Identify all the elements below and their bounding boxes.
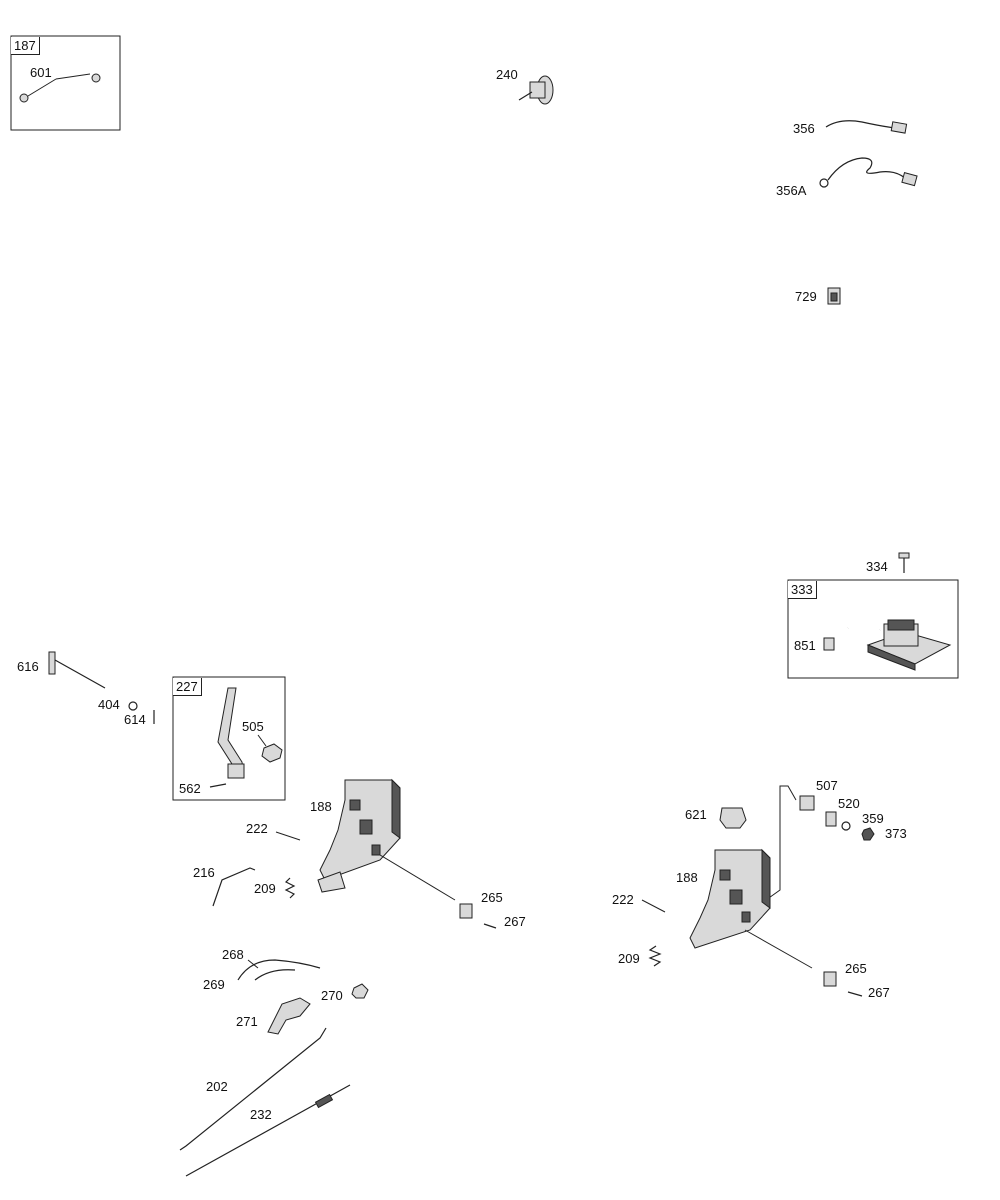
- box-333-frame: [787, 579, 959, 679]
- part-label: 222: [612, 892, 634, 907]
- ignition-coil: [823, 588, 952, 671]
- box-label-187: 187: [11, 37, 40, 55]
- part-label: 404: [98, 697, 120, 712]
- part-label: 269: [203, 977, 225, 992]
- part-label: 334: [866, 559, 888, 574]
- part-label: 851: [794, 638, 816, 653]
- part-label: 601: [30, 65, 52, 80]
- part-label: 240: [496, 67, 518, 82]
- nut-270: [351, 983, 369, 999]
- part-label: 520: [838, 796, 860, 811]
- part-label: 614: [124, 712, 146, 727]
- part-label: 270: [321, 988, 343, 1003]
- part-label: 188: [676, 870, 698, 885]
- part-label: 268: [222, 947, 244, 962]
- hose-601: [18, 73, 102, 122]
- part-label: 265: [481, 890, 503, 905]
- bracket-271: [267, 997, 311, 1035]
- link-202: [179, 1027, 327, 1151]
- cable-268: [237, 959, 321, 981]
- box-187-frame: [10, 35, 121, 131]
- part-label: 271: [236, 1014, 258, 1029]
- box-label-227: 227: [173, 678, 202, 696]
- spring-209-left: [284, 877, 296, 899]
- part-label: 216: [193, 865, 215, 880]
- fuel-filter-240: [518, 75, 554, 105]
- wire-356: [825, 120, 908, 134]
- bolt-334: [898, 552, 910, 573]
- part-label: 507: [816, 778, 838, 793]
- clip-729: [827, 287, 841, 305]
- part-label: 373: [885, 826, 907, 841]
- part-label: 202: [206, 1079, 228, 1094]
- part-label: 209: [618, 951, 640, 966]
- part-label: 267: [868, 985, 890, 1000]
- part-label: 729: [795, 289, 817, 304]
- part-label: 505: [242, 719, 264, 734]
- box-label-333: 333: [788, 581, 817, 599]
- box-227-frame: [172, 676, 286, 801]
- part-label: 356A: [776, 183, 807, 198]
- lever-227: [209, 687, 283, 788]
- shaft-616: [48, 651, 155, 724]
- part-label: 209: [254, 881, 276, 896]
- part-label: 267: [504, 914, 526, 929]
- cable-232: [185, 1084, 351, 1177]
- part-label: 232: [250, 1107, 272, 1122]
- part-label: 359: [862, 811, 884, 826]
- part-label: 621: [685, 807, 707, 822]
- part-label: 265: [845, 961, 867, 976]
- wire-356A: [819, 157, 918, 188]
- governor-bracket-right: [641, 785, 875, 997]
- part-label: 222: [246, 821, 268, 836]
- rod-216: [212, 867, 256, 907]
- governor-bracket-left: [275, 778, 497, 929]
- part-label: 562: [179, 781, 201, 796]
- part-label: 616: [17, 659, 39, 674]
- part-label: 188: [310, 799, 332, 814]
- part-label: 356: [793, 121, 815, 136]
